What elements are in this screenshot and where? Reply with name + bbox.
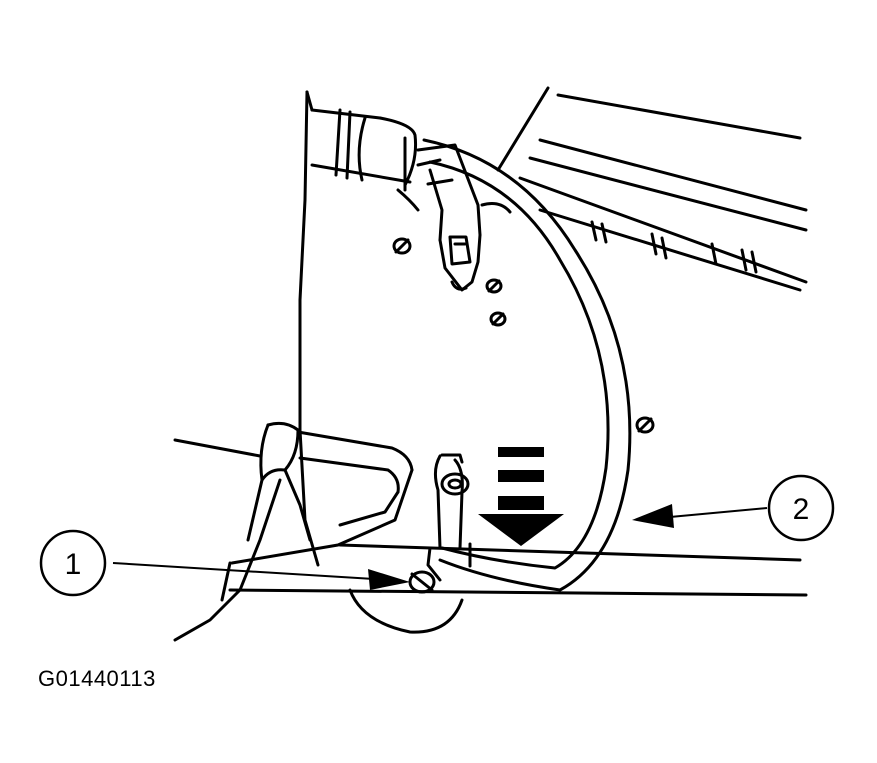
- figure-id: G01440113: [38, 666, 156, 691]
- callout-1-circle: [39, 529, 107, 597]
- callout-2: 2: [632, 474, 835, 542]
- callout-2-circle: [767, 474, 835, 542]
- panel-screws: [392, 237, 655, 434]
- callout-2-arrowhead: [632, 504, 674, 528]
- cross-member: [173, 421, 414, 642]
- cooler-hose: [422, 138, 632, 592]
- upper-hose-fitting: [310, 108, 420, 212]
- callout-1-leader: [112, 562, 375, 580]
- callout-1: 1: [39, 529, 410, 597]
- bottom-frame: [173, 438, 808, 597]
- callout-2-leader: [669, 507, 768, 518]
- callout-1-arrowhead: [368, 569, 410, 590]
- upper-rails: [310, 86, 808, 292]
- callout-1-label: 1: [65, 548, 82, 581]
- panel-outline: [298, 90, 320, 567]
- callout-2-label: 2: [793, 493, 810, 526]
- direction-arrow: [478, 447, 564, 546]
- lower-fitting: [348, 453, 472, 634]
